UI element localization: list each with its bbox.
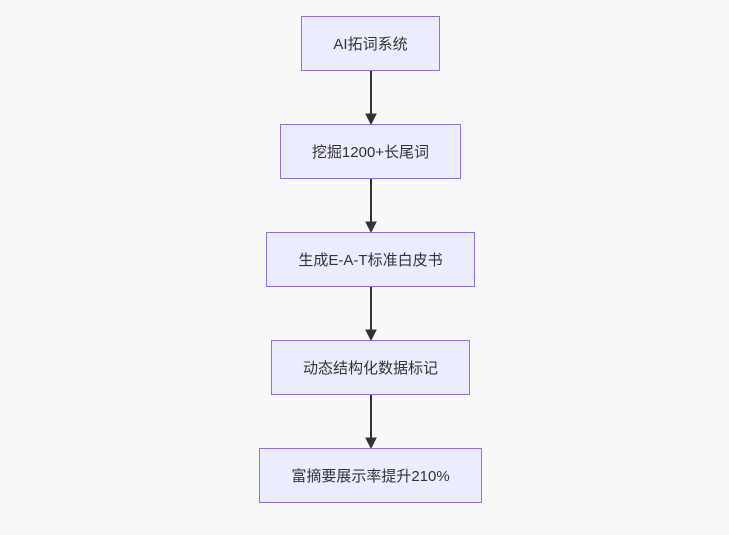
flowchart: AI拓词系统 挖掘1200+长尾词 生成E-A-T标准白皮书 动态结构化数据标记…	[6, 16, 729, 503]
flow-node-rich-snippet-rate: 富摘要展示率提升210%	[259, 448, 482, 503]
arrow-down-icon	[364, 179, 377, 232]
flow-node-longtail-mining: 挖掘1200+长尾词	[279, 124, 462, 179]
flow-node-structured-data-markup: 动态结构化数据标记	[270, 340, 470, 395]
arrow-down-icon	[364, 395, 377, 448]
arrow-down-icon	[364, 71, 377, 124]
arrow-down-icon	[364, 287, 377, 340]
flow-node-ai-word-system: AI拓词系统	[301, 16, 440, 71]
flow-node-eat-whitepaper: 生成E-A-T标准白皮书	[266, 232, 475, 287]
